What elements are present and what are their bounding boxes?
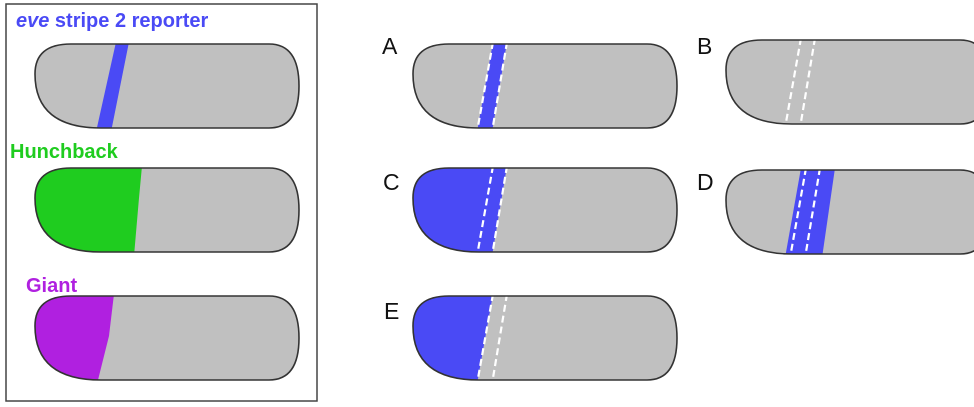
panel-label-e: E	[384, 298, 399, 324]
panel-b-boundary-left	[783, 40, 803, 124]
panel-label-d: D	[697, 169, 714, 195]
legend-title-hunchback-rest: Hunchback	[10, 141, 119, 163]
legend-title-reporter-emph: eve	[16, 10, 49, 32]
reporter-stripe	[96, 44, 129, 128]
panel-e-boundary-left	[475, 296, 495, 380]
embryo-panel-a	[412, 43, 678, 129]
giant-domain	[35, 296, 114, 380]
legend-embryo-reporter	[34, 43, 300, 129]
panel-label-a: A	[382, 33, 398, 59]
hunchback-domain	[35, 168, 142, 252]
panel-c-boundary-right	[490, 168, 509, 252]
embryo-panel-b	[725, 39, 974, 125]
panel-a-boundary-left	[475, 44, 495, 128]
legend-title-giant-rest: Giant	[26, 275, 77, 297]
embryo-panel-d	[725, 169, 974, 255]
panel-a-boundary-right	[490, 44, 509, 128]
panel-d-expanded-stripe	[785, 170, 835, 254]
legend-embryo-giant	[34, 295, 300, 381]
legend-title-reporter: eve stripe 2 reporter	[16, 10, 209, 32]
panel-e-boundary-right	[490, 296, 509, 380]
legend-embryo-hunchback	[34, 167, 300, 253]
panel-c-anterior-domain	[413, 168, 507, 252]
panel-a-stripe	[477, 44, 507, 128]
legend-title-hunchback: Hunchback	[10, 141, 119, 163]
legend-panel: eve stripe 2 reporter Hunchback Giant	[5, 3, 318, 402]
panel-b-boundary-right	[798, 40, 817, 124]
panel-label-c: C	[383, 169, 400, 195]
panel-c-boundary-left	[475, 168, 495, 252]
panel-label-b: B	[697, 33, 712, 59]
embryo-panel-c	[412, 167, 678, 253]
panel-d-boundary-right	[803, 170, 822, 254]
panel-e-anterior-domain	[413, 296, 493, 380]
legend-title-reporter-rest: stripe 2 reporter	[49, 10, 208, 32]
embryo-panel-e	[412, 295, 678, 381]
legend-title-giant: Giant	[26, 275, 77, 297]
panel-d-boundary-left	[788, 170, 808, 254]
